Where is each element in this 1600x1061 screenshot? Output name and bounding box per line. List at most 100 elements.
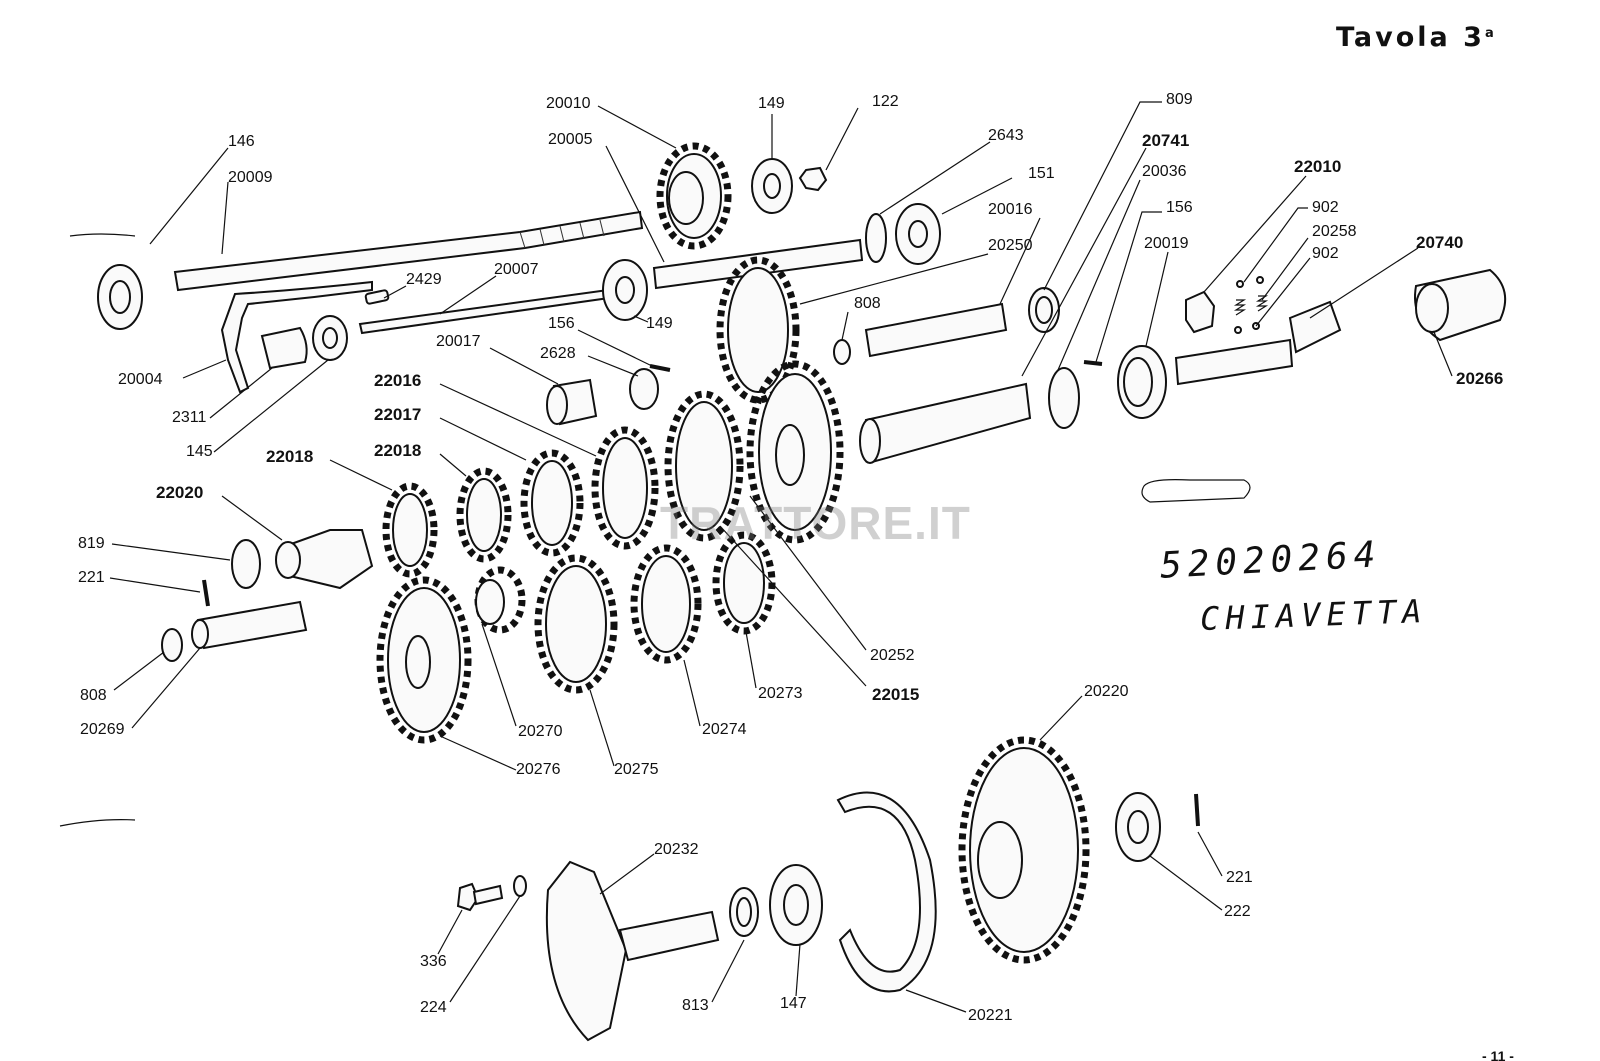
part-label: 20232 — [654, 841, 699, 858]
bolt-336 — [456, 882, 504, 912]
seal-809 — [1028, 287, 1060, 333]
part-label: 902 — [1312, 245, 1339, 262]
bearing-149-mid — [602, 259, 648, 321]
ring-20019 — [1117, 345, 1167, 419]
bearing-151 — [895, 203, 941, 265]
part-label: 22016 — [374, 371, 422, 390]
part-label: 2643 — [988, 127, 1024, 144]
shaft-20005 — [652, 238, 864, 290]
part-label: 20275 — [614, 761, 659, 778]
bearing-146 — [97, 264, 143, 330]
gear-22018 — [456, 467, 512, 563]
part-label: 221 — [1226, 869, 1253, 886]
part-label: 20017 — [436, 333, 481, 350]
part-label: 20220 — [1084, 683, 1129, 700]
part-label: 122 — [872, 93, 899, 110]
part-label: 156 — [1166, 199, 1193, 216]
part-label: 20273 — [758, 685, 803, 702]
part-label: 20007 — [494, 261, 539, 278]
part-label: 20740 — [1416, 233, 1464, 252]
part-label: 22017 — [374, 405, 422, 424]
scan-smudge — [69, 233, 136, 237]
part-label: 20016 — [988, 201, 1033, 218]
part-label: 20004 — [118, 371, 163, 388]
part-label: 20036 — [1142, 163, 1187, 180]
washer-2643 — [865, 213, 887, 263]
pin-2429 — [364, 289, 390, 305]
part-label: 808 — [80, 687, 107, 704]
part-label: 222 — [1224, 903, 1251, 920]
title-text: Tavola 3 — [1336, 22, 1485, 53]
part-label: 20221 — [968, 1007, 1013, 1024]
part-label: 819 — [78, 535, 105, 552]
gear-20250 — [716, 256, 800, 404]
gear-20275 — [534, 554, 618, 694]
part-label: 149 — [758, 95, 785, 112]
part-label: 808 — [854, 295, 881, 312]
part-label: 336 — [420, 953, 447, 970]
pin-221-right — [1194, 793, 1200, 827]
flange-20232 — [545, 860, 720, 1042]
crown-gear-20220 — [958, 736, 1090, 964]
bearing-222 — [1115, 792, 1161, 862]
gear-20276 — [376, 576, 472, 744]
bearing-147 — [769, 864, 823, 946]
part-label: 20250 — [988, 237, 1033, 254]
shaft-20016 — [864, 302, 1008, 358]
ring-2628 — [629, 368, 659, 410]
part-label: 22010 — [1294, 157, 1342, 176]
part-label: 20266 — [1456, 369, 1504, 388]
part-label: 20019 — [1144, 235, 1189, 252]
gear-22018-left — [382, 482, 438, 578]
key-sketch — [1141, 479, 1251, 503]
part-label: 809 — [1166, 91, 1193, 108]
bearing-145 — [312, 315, 348, 361]
band-20221 — [836, 791, 937, 993]
ring-819 — [231, 539, 261, 589]
watermark: TRATTORE.IT — [660, 497, 971, 549]
bush-20017 — [546, 378, 598, 426]
gear-22017 — [520, 449, 584, 557]
part-label: 20252 — [870, 647, 915, 664]
ring-808-top — [833, 339, 851, 365]
coupling-22020 — [275, 529, 374, 590]
springs-20258 — [1233, 276, 1269, 334]
washer-224 — [513, 875, 527, 897]
part-label: 22015 — [872, 685, 920, 704]
part-label: 22018 — [374, 441, 422, 460]
leader-lines — [109, 101, 1453, 1013]
part-label: 20009 — [228, 169, 273, 186]
shaft-20740 — [1174, 300, 1342, 386]
part-label: 20276 — [516, 761, 561, 778]
pin-156-mid — [649, 364, 671, 372]
part-label: 146 — [228, 133, 255, 150]
part-label: 221 — [78, 569, 105, 586]
bearing-149-top — [751, 158, 793, 214]
part-label: 20741 — [1142, 131, 1190, 150]
part-label: 147 — [780, 995, 807, 1012]
part-label: 151 — [1028, 165, 1055, 182]
gear-20252 — [746, 360, 844, 544]
sleeve-20741 — [859, 382, 1032, 464]
part-label: 156 — [548, 315, 575, 332]
gear-22016 — [591, 426, 659, 550]
part-label: 2429 — [406, 271, 442, 288]
gear-20273-upper — [664, 390, 744, 542]
nut-122 — [798, 166, 828, 192]
part-label: 20270 — [518, 723, 563, 740]
part-label: 2311 — [172, 409, 207, 426]
part-label: 20274 — [702, 721, 747, 738]
part-label: 813 — [682, 997, 709, 1014]
part-label: 20005 — [548, 131, 593, 148]
shaft-20269 — [191, 600, 308, 650]
gear-20010 — [656, 142, 732, 250]
pin-156-right — [1083, 360, 1103, 366]
title-superscript: a — [1484, 26, 1497, 41]
ring-808-left — [161, 628, 183, 662]
part-label: 20269 — [80, 721, 125, 738]
seal-813 — [729, 887, 759, 937]
page-number: - 11 - — [1482, 1048, 1514, 1061]
part-label: 224 — [420, 999, 447, 1016]
part-label: 20010 — [546, 95, 591, 112]
